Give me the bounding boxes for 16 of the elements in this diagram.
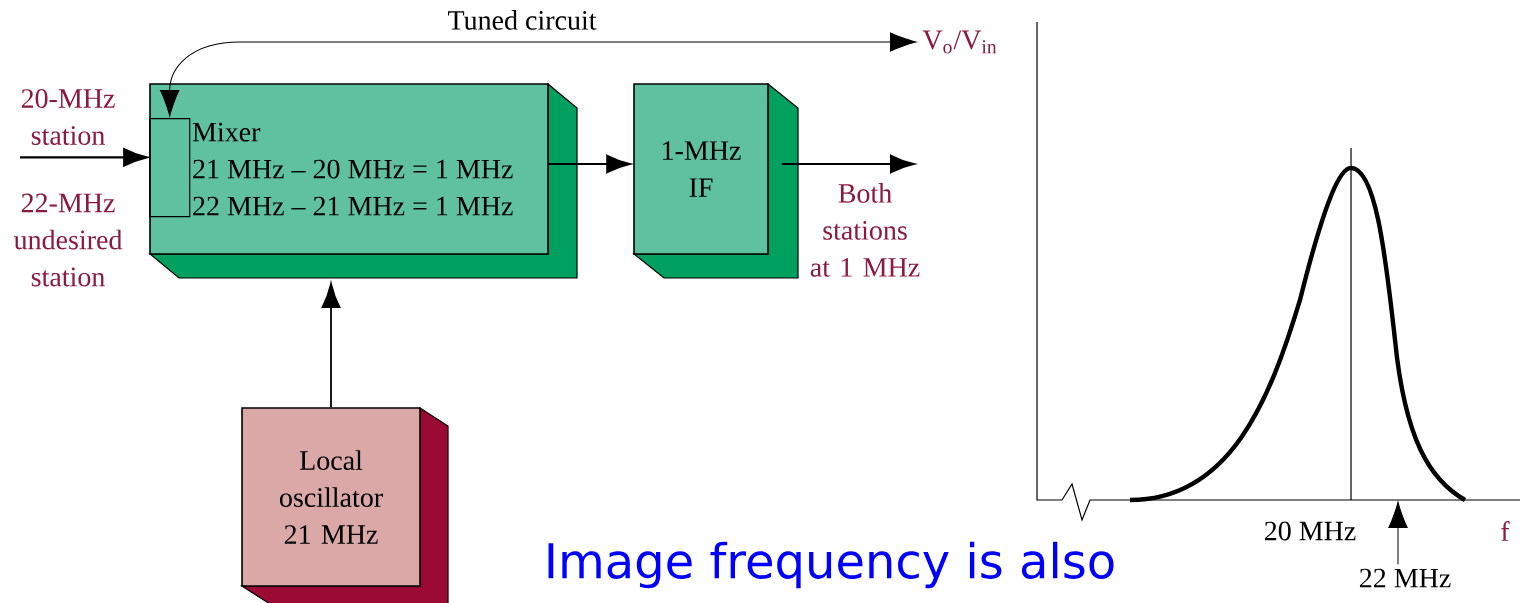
tuning-box [149, 118, 191, 218]
axis-label: 22 MHz [1359, 568, 1451, 588]
signal-label: Both stations at 1 MHz [810, 183, 920, 277]
caption-text: Image frequency is also [548, 541, 1114, 589]
signal-label: 20-MHz station [21, 89, 115, 145]
arrow [1388, 501, 1408, 565]
arrow [321, 283, 341, 409]
signal-label: f [1501, 521, 1510, 541]
signal-label: 22-MHz undesired station [13, 193, 123, 287]
tick-label: 20 MHz [1264, 521, 1356, 541]
arrow [20, 148, 148, 167]
edge-label: Tuned circuit [445, 8, 599, 32]
arrow [781, 154, 915, 174]
arrow [160, 32, 917, 117]
arrow [548, 154, 631, 174]
axis-label: V$_{o}$/V$_{in}$ [922, 30, 997, 54]
